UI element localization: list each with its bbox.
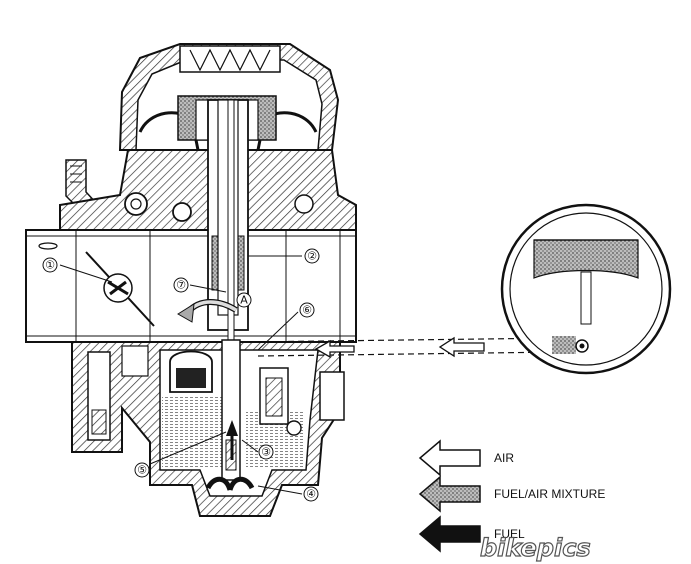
flow-arrows bbox=[177, 299, 238, 460]
svg-text:FUEL/AIR MIXTURE: FUEL/AIR MIXTURE bbox=[494, 487, 605, 501]
svg-text:④: ④ bbox=[306, 488, 316, 501]
callout-6: ⑥ bbox=[299, 302, 315, 318]
watermark-logo: bikepics bbox=[479, 533, 591, 562]
callout-a: A bbox=[236, 292, 252, 308]
float-bowl bbox=[71, 339, 345, 517]
air-passage-lines bbox=[247, 336, 561, 359]
callout-7: ⑦ bbox=[173, 277, 189, 293]
leader-lines bbox=[59, 255, 303, 495]
detail-inset bbox=[500, 203, 672, 375]
callout-2: ② bbox=[304, 248, 320, 264]
svg-text:FUEL: FUEL bbox=[494, 527, 525, 541]
legend-fuel: FUEL bbox=[418, 515, 525, 553]
legend-mixture: FUEL/AIR MIXTURE bbox=[418, 475, 605, 513]
callout-4: ④ bbox=[303, 486, 319, 502]
callout-5: ⑤ bbox=[134, 462, 150, 478]
svg-text:⑦: ⑦ bbox=[176, 279, 186, 292]
air-arrow-icon bbox=[418, 439, 481, 477]
throttle-slide bbox=[207, 99, 249, 441]
throttle-bore bbox=[25, 229, 357, 343]
svg-text:⑤: ⑤ bbox=[137, 464, 147, 477]
callout-1: ① bbox=[42, 257, 58, 273]
svg-text:⑥: ⑥ bbox=[302, 304, 312, 317]
svg-text:bikepics: bikepics bbox=[480, 534, 591, 562]
svg-text:②: ② bbox=[307, 250, 317, 263]
svg-text:A: A bbox=[240, 294, 248, 307]
svg-text:③: ③ bbox=[261, 446, 271, 459]
callout-3: ③ bbox=[258, 444, 274, 460]
svg-text:①: ① bbox=[45, 259, 55, 272]
mixture-arrow-icon bbox=[418, 475, 481, 513]
svg-text:AIR: AIR bbox=[494, 451, 514, 465]
choke-plate bbox=[85, 251, 155, 327]
fuel-arrow-icon bbox=[418, 515, 481, 553]
legend-air: AIR bbox=[418, 439, 514, 477]
